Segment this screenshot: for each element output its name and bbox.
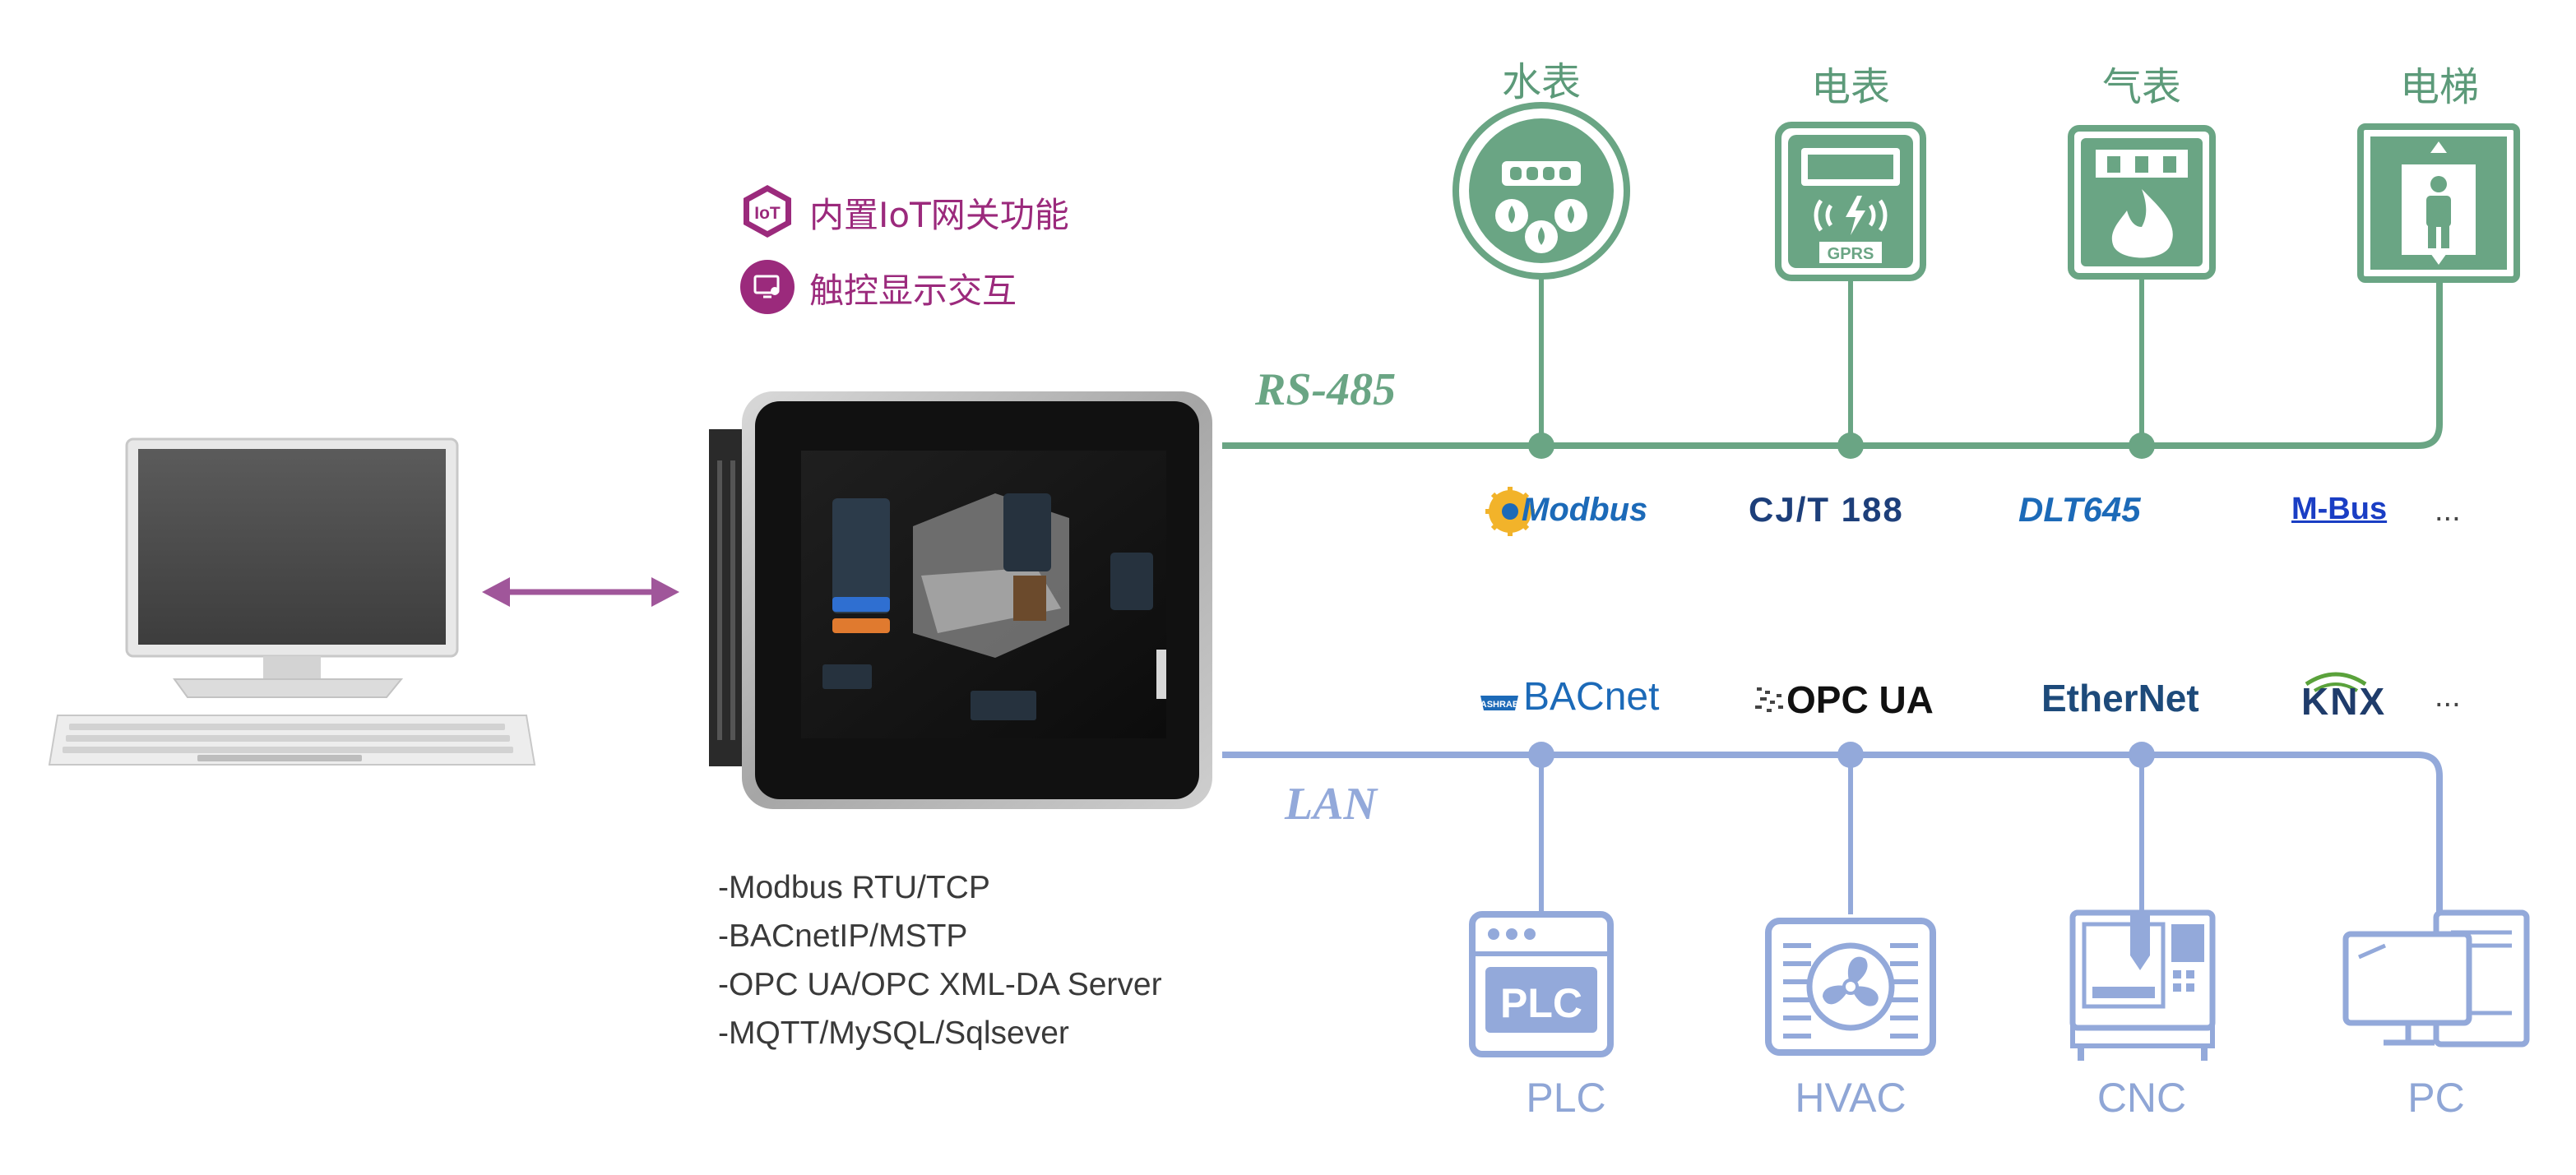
touch-screen-icon <box>740 260 795 314</box>
bus-node <box>2129 433 2155 459</box>
device-label-water-meter: 水表 <box>1501 59 1581 105</box>
feature-iot-label: 内置IoT网关功能 <box>809 195 1069 235</box>
bus-node <box>1528 433 1554 459</box>
device-label-gas-meter: 气表 <box>2101 64 2181 110</box>
protocol-item: -BACnetIP/MSTP <box>718 918 968 954</box>
gas-meter-icon <box>2068 125 2216 280</box>
bus-node <box>1528 742 1554 768</box>
bus-node <box>1837 742 1864 768</box>
plc-icon: PLC <box>1469 911 1614 1057</box>
protocol-item: -Modbus RTU/TCP <box>718 870 990 905</box>
logo-mbus: M-Bus <box>2291 492 2388 526</box>
device-label-hvac: HVAC <box>1795 1075 1907 1121</box>
feature-touch-label: 触控显示交互 <box>809 271 1017 311</box>
electric-meter-icon: GPRS <box>1775 122 1926 281</box>
logo-ethernet: EtherNet <box>2041 677 2199 719</box>
iot-icon: IoT <box>744 185 791 238</box>
logo-modbus: Modbus <box>1522 492 1648 528</box>
device-label-electric-meter: 电表 <box>1810 64 1890 110</box>
opcua-logo-icon <box>1755 687 1783 712</box>
device-label-elevator: 电梯 <box>2399 64 2479 110</box>
device-label-pc: PC <box>2407 1075 2465 1121</box>
ashrae-logo-icon: ASHRAE <box>1480 696 1518 710</box>
gprs-text: GPRS <box>1828 245 1874 263</box>
cnc-icon <box>2069 909 2216 1061</box>
panel-pc-icon <box>709 391 1212 809</box>
modbus-logo-icon <box>1485 487 1535 536</box>
elevator-icon <box>2357 123 2520 283</box>
bidirectional-arrow <box>482 577 679 607</box>
rs485-bus <box>1222 278 2443 459</box>
bus-node <box>1837 433 1864 459</box>
lan-label: LAN <box>1285 779 1377 830</box>
logo-cjt188: CJ/T 188 <box>1749 490 1904 529</box>
ashrae-text: ASHRAE <box>1480 700 1518 710</box>
svg-text:IoT: IoT <box>754 204 781 223</box>
rs485-ellipsis: ... <box>2435 493 2461 528</box>
protocol-item: -OPC UA/OPC XML-DA Server <box>718 967 1162 1002</box>
protocol-list: -Modbus RTU/TCP -BACnetIP/MSTP -OPC UA/O… <box>718 863 1162 1057</box>
device-label-plc: PLC <box>1526 1075 1606 1121</box>
protocol-item: -MQTT/MySQL/Sqlsever <box>718 1015 1069 1051</box>
hvac-icon <box>1765 918 1936 1056</box>
plc-icon-text: PLC <box>1500 980 1582 1026</box>
water-meter-icon <box>1452 102 1630 280</box>
lan-bus <box>1222 742 2443 914</box>
logo-dlt645: DLT645 <box>2018 490 2141 529</box>
logo-bacnet: BACnet <box>1523 675 1660 719</box>
device-label-cnc: CNC <box>2096 1075 2187 1121</box>
lan-ellipsis: ... <box>2435 679 2461 714</box>
logo-opcua: OPC UA <box>1786 678 1934 721</box>
rs485-label: RS-485 <box>1255 364 1397 415</box>
desktop-computer-icon <box>48 437 536 766</box>
bus-node <box>2129 742 2155 768</box>
logo-knx: KNX <box>2301 680 2387 723</box>
knx-logo-icon <box>2305 672 2367 692</box>
pc-icon <box>2342 909 2530 1048</box>
